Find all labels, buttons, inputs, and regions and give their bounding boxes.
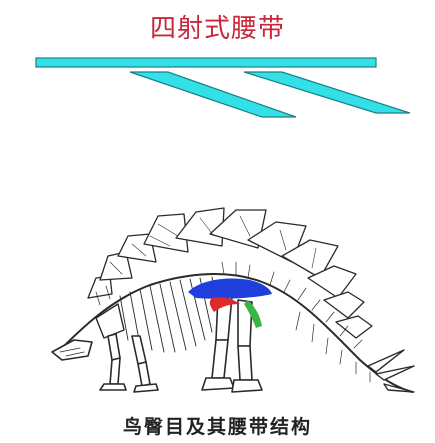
figure-title: 四射式腰带 bbox=[149, 14, 285, 44]
front-legs bbox=[99, 333, 159, 393]
tail-spikes bbox=[367, 349, 415, 393]
pubis-bar bbox=[129, 71, 297, 118]
ischium-bar bbox=[243, 71, 411, 114]
pelvis-schematic bbox=[35, 57, 411, 118]
ilium bbox=[188, 278, 272, 299]
pubis bbox=[209, 297, 240, 312]
spine bbox=[59, 273, 413, 393]
stegosaurus-skeleton-icon bbox=[51, 207, 415, 393]
ischium bbox=[244, 300, 262, 328]
pelvic-girdle bbox=[188, 278, 272, 328]
ilium-bar bbox=[35, 57, 377, 68]
dorsal-plates bbox=[87, 207, 373, 339]
figure-caption: 鸟臀目及其腰带结构 bbox=[122, 416, 312, 438]
